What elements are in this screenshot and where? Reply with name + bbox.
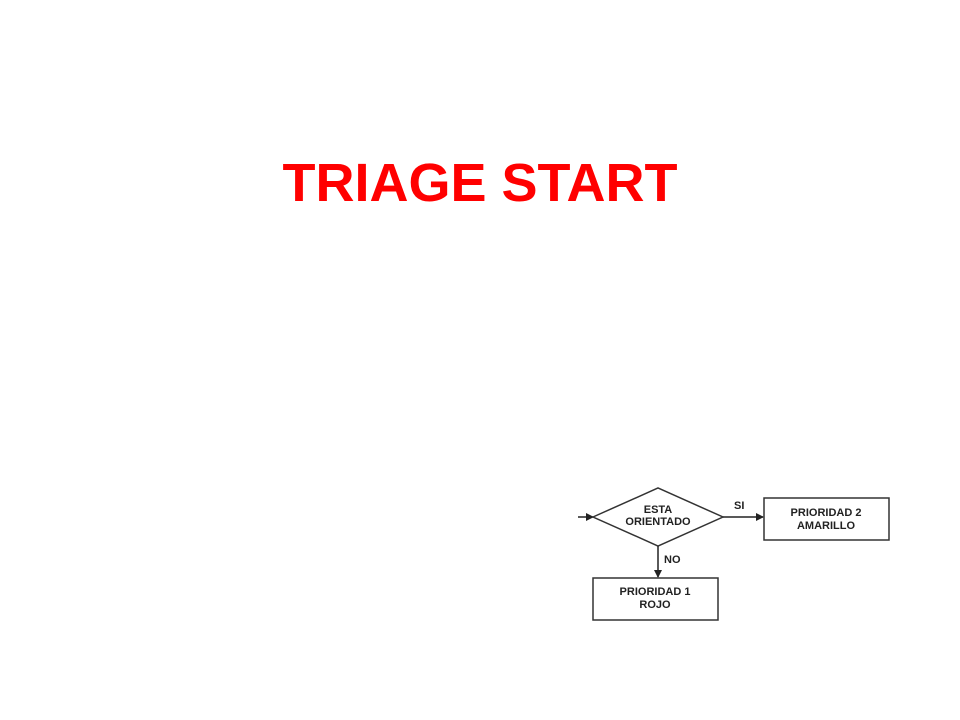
no-branch-label: NO xyxy=(664,554,681,566)
outcome-box-priority-1 xyxy=(592,577,719,621)
outcome-yes-line1: PRIORIDAD 2 xyxy=(791,507,862,519)
yes-branch-label: SI xyxy=(734,500,744,512)
decision-label-line2: ORIENTADO xyxy=(625,516,691,528)
slide-title: TRIAGE START xyxy=(282,153,678,213)
triage-flowchart: ESTA ORIENTADO SI PRIORIDAD 2 AMARILLO N… xyxy=(578,487,890,621)
outcome-yes-line2: AMARILLO xyxy=(797,520,855,532)
outcome-box-priority-2 xyxy=(763,497,890,541)
outcome-no-line1: PRIORIDAD 1 xyxy=(620,586,691,598)
outcome-no-line2: ROJO xyxy=(639,599,671,611)
decision-label-line1: ESTA xyxy=(644,504,673,516)
